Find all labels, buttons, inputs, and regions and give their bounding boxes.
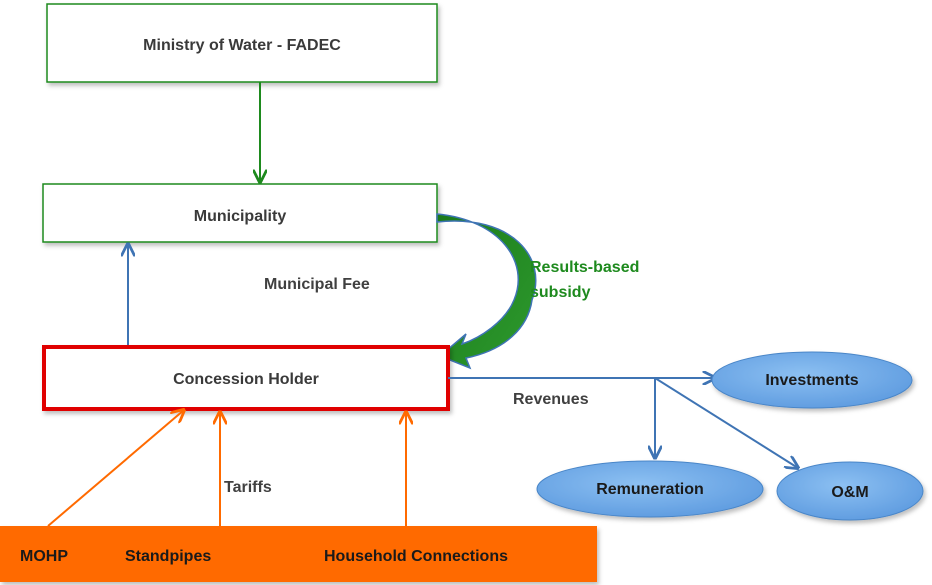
- payer-bar: MOHP Standpipes Household Connections: [0, 526, 597, 582]
- concession-holder-node: Concession Holder: [42, 345, 450, 411]
- concession-holder-label: Concession Holder: [173, 371, 319, 388]
- remuneration-node: Remuneration: [536, 460, 764, 518]
- tariffs-label: Tariffs: [224, 479, 272, 496]
- household-connections-label: Household Connections: [324, 548, 508, 565]
- ministry-label: Ministry of Water - FADEC: [143, 37, 341, 54]
- tariff-arrows: [47, 410, 406, 527]
- ministry-node: Ministry of Water - FADEC: [46, 3, 438, 83]
- revenues-arrows: [448, 378, 798, 468]
- mohp-label: MOHP: [20, 548, 68, 565]
- municipality-label: Municipality: [194, 208, 287, 225]
- subsidy-label-line1: Results-based: [530, 259, 639, 276]
- om-node: O&M: [776, 461, 924, 521]
- revenues-label: Revenues: [513, 391, 589, 408]
- standpipes-label: Standpipes: [125, 548, 211, 565]
- municipality-node: Municipality: [42, 183, 438, 243]
- investments-node: Investments: [711, 351, 913, 409]
- subsidy-curved-arrow: [436, 213, 537, 370]
- remuneration-label: Remuneration: [596, 481, 704, 498]
- municipal-fee-label: Municipal Fee: [264, 276, 370, 293]
- om-label: O&M: [831, 484, 868, 501]
- investments-label: Investments: [765, 372, 858, 389]
- subsidy-label-line2: subsidy: [530, 284, 591, 301]
